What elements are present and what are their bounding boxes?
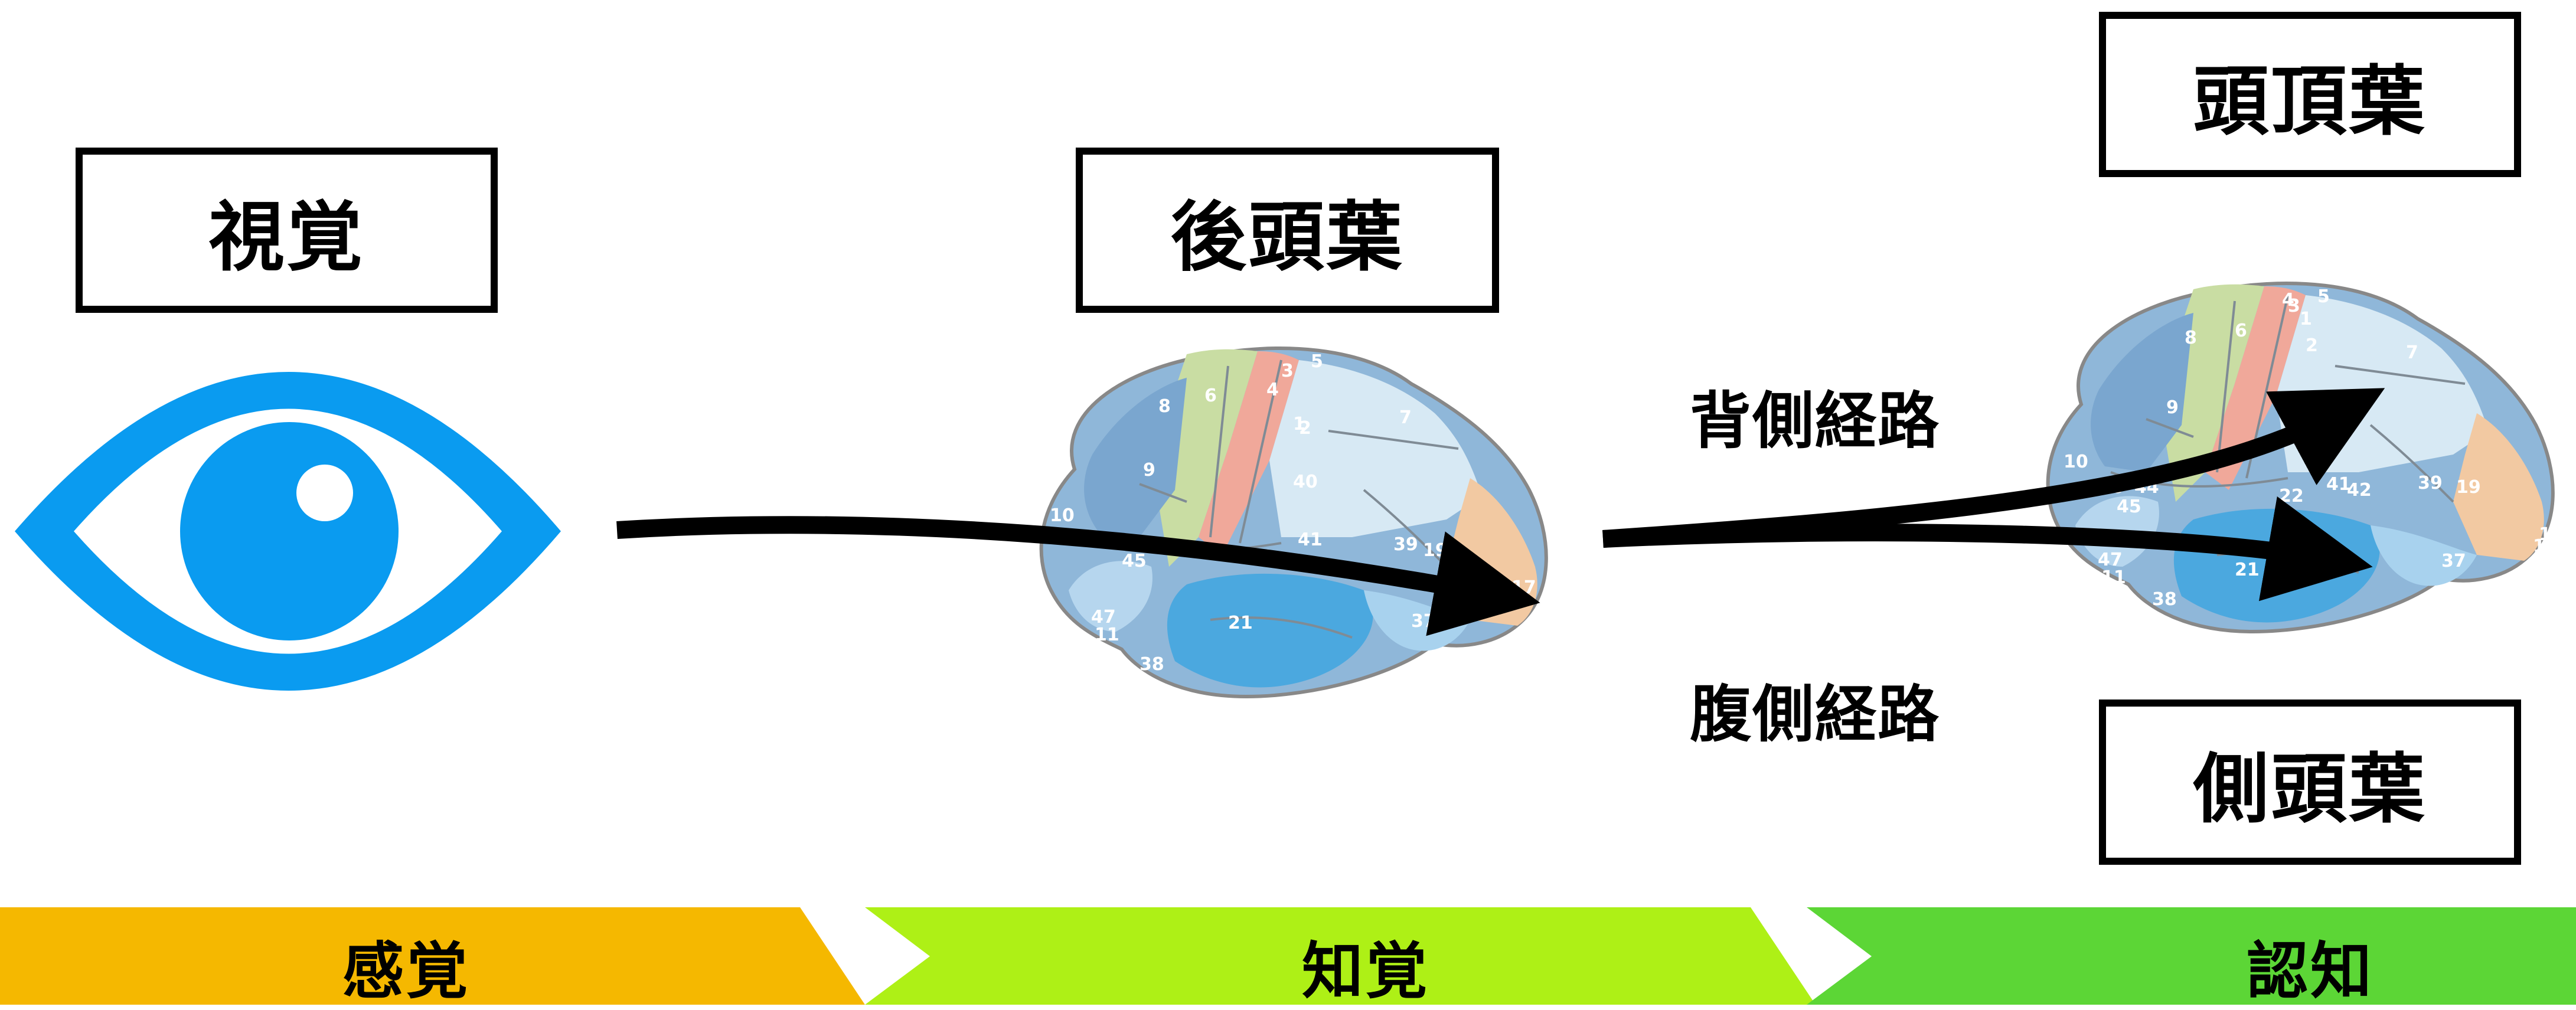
svg-text:11: 11 bbox=[2101, 567, 2126, 588]
occipital-lobe-box: 後頭葉 bbox=[1076, 148, 1499, 313]
svg-text:47: 47 bbox=[2098, 550, 2123, 570]
svg-text:6: 6 bbox=[1204, 385, 1217, 406]
svg-text:2: 2 bbox=[1299, 418, 1311, 439]
parietal-lobe-box: 頭頂葉 bbox=[2099, 12, 2521, 177]
dorsal-pathway-arrow bbox=[1602, 388, 2385, 548]
svg-text:47: 47 bbox=[1091, 607, 1116, 627]
svg-text:18: 18 bbox=[2533, 536, 2558, 557]
svg-text:37: 37 bbox=[2441, 551, 2466, 571]
svg-text:45: 45 bbox=[1122, 551, 1147, 571]
svg-text:17: 17 bbox=[2539, 524, 2564, 545]
svg-text:9: 9 bbox=[2166, 397, 2179, 418]
ventral-pathway-label: 腹側経路 bbox=[1690, 678, 1941, 750]
dorsal-pathway-label: 背側経路 bbox=[1690, 385, 1941, 457]
visual-input-arrow bbox=[616, 516, 1540, 636]
stage-sensation-chevron bbox=[0, 907, 865, 1005]
stage-sensation-label: 感覚 bbox=[342, 935, 471, 1007]
svg-text:20: 20 bbox=[2217, 636, 2242, 657]
svg-text:3: 3 bbox=[2288, 296, 2300, 316]
svg-text:5: 5 bbox=[1311, 351, 1323, 372]
svg-text:2: 2 bbox=[2306, 335, 2318, 356]
stage-perception-chevron bbox=[865, 907, 1816, 1005]
svg-text:38: 38 bbox=[2152, 589, 2177, 610]
svg-text:7: 7 bbox=[2406, 342, 2418, 363]
svg-text:10: 10 bbox=[1050, 505, 1075, 526]
vision-box: 視覚 bbox=[76, 148, 498, 313]
svg-text:1: 1 bbox=[1293, 414, 1305, 434]
svg-text:5: 5 bbox=[2317, 286, 2330, 307]
svg-text:38: 38 bbox=[1140, 654, 1164, 675]
svg-text:8: 8 bbox=[2185, 328, 2197, 348]
svg-text:1: 1 bbox=[2300, 309, 2312, 329]
stage-cognition-label: 認知 bbox=[2247, 935, 2375, 1007]
svg-text:8: 8 bbox=[1158, 396, 1171, 417]
svg-text:39: 39 bbox=[1393, 534, 1418, 555]
stage-perception-label: 知覚 bbox=[1302, 935, 1430, 1007]
svg-text:3: 3 bbox=[1281, 361, 1294, 381]
svg-text:4: 4 bbox=[1266, 380, 1279, 400]
svg-text:7: 7 bbox=[1399, 407, 1412, 428]
svg-text:9: 9 bbox=[1143, 460, 1155, 481]
ventral-pathway-arrow bbox=[1602, 496, 2373, 602]
svg-text:11: 11 bbox=[1095, 625, 1119, 645]
svg-text:21: 21 bbox=[1228, 613, 1253, 633]
svg-text:20: 20 bbox=[1210, 698, 1235, 719]
svg-text:41: 41 bbox=[1298, 529, 1323, 550]
temporal-lobe-box: 側頭葉 bbox=[2099, 700, 2521, 865]
svg-text:39: 39 bbox=[2418, 473, 2443, 493]
svg-text:19: 19 bbox=[2456, 477, 2481, 498]
svg-text:40: 40 bbox=[1293, 472, 1318, 492]
stage-cognition-chevron bbox=[1807, 907, 2576, 1005]
svg-text:21: 21 bbox=[2235, 560, 2260, 580]
svg-text:6: 6 bbox=[2235, 321, 2247, 341]
svg-text:10: 10 bbox=[2064, 452, 2088, 472]
svg-text:45: 45 bbox=[2117, 496, 2141, 517]
svg-text:4: 4 bbox=[2282, 290, 2294, 310]
